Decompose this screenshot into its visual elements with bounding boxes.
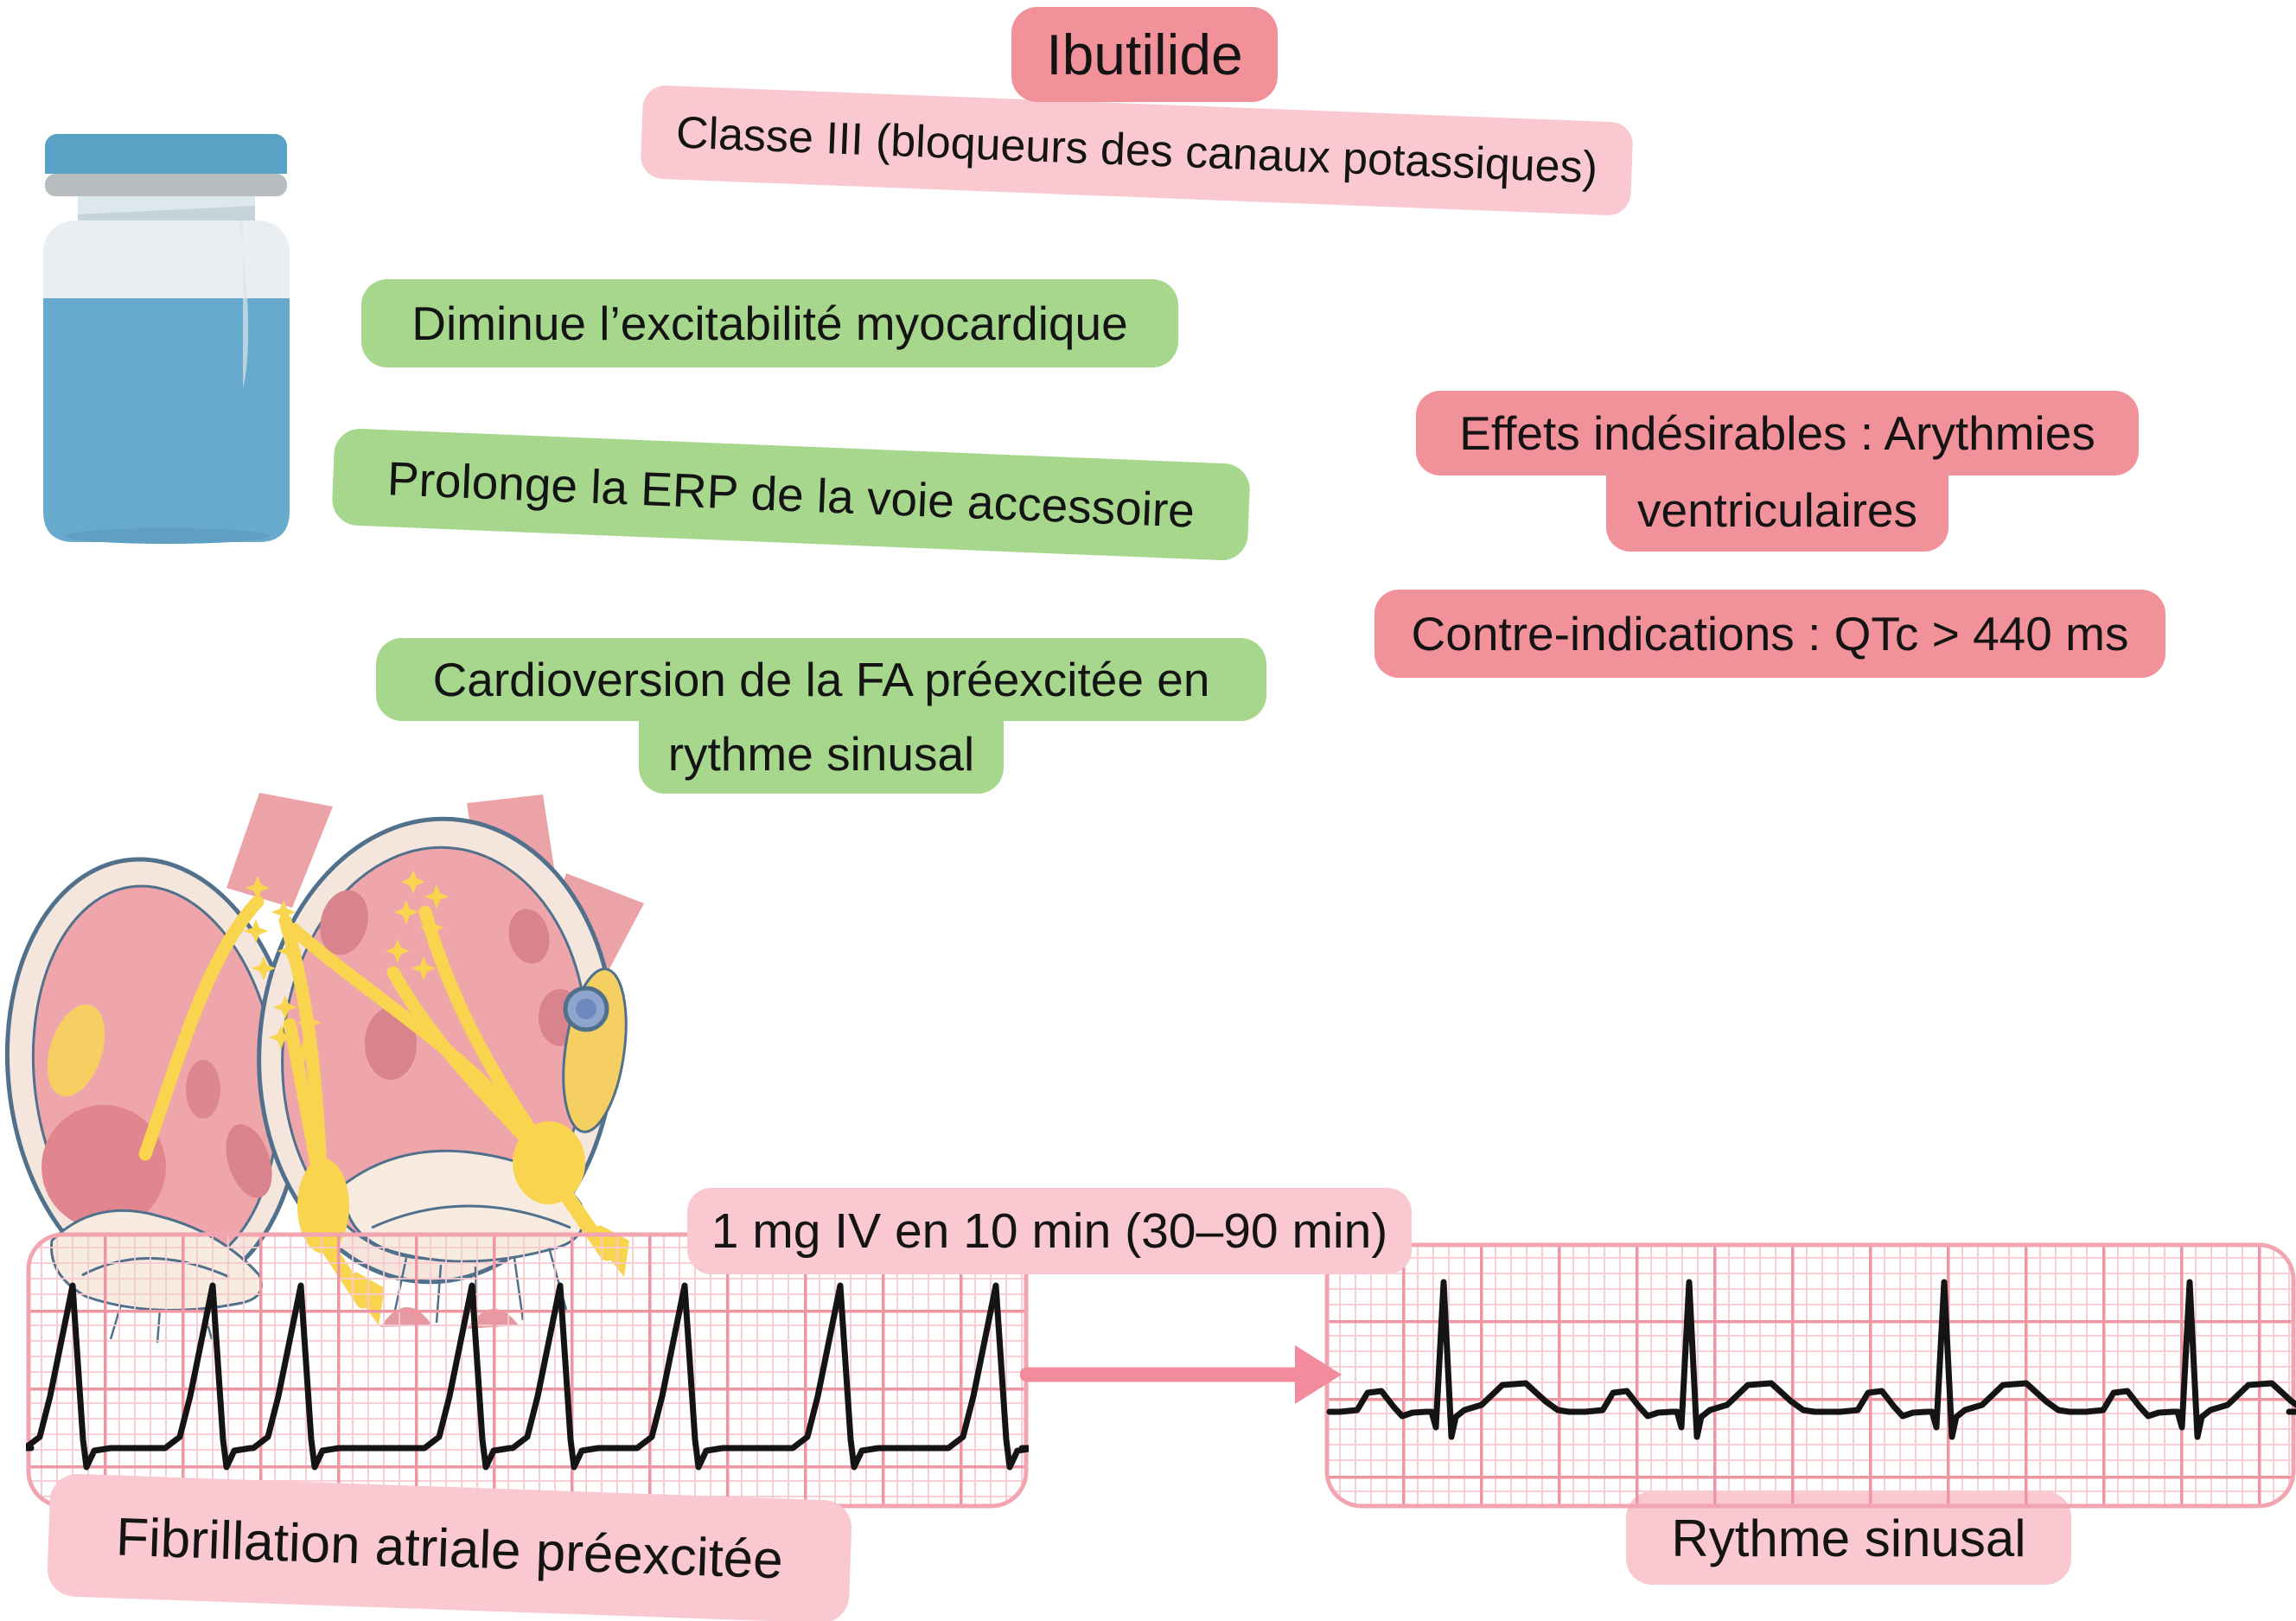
vial-bottom-shade [65,528,269,544]
ecg-grid [1324,1242,2296,1509]
vial-neck-highlight [78,196,255,214]
ecg-after-strip [1324,1242,2296,1509]
adverse-effects-line-2: ventriculaires [1605,469,1948,552]
fat-pad [47,1004,105,1097]
indication-box: Cardioversion de la FA préexcitée en ryt… [376,638,1266,794]
drug-title: Ibutilide [1011,7,1278,102]
conduction-pathways [138,895,547,1200]
mechanism-box-1: Diminue l’excitabilité myocardique [361,279,1178,367]
mechanism-box-2: Prolonge la ERP de la voie accessoire [331,427,1251,562]
pulmonary-vein-ostium [508,909,550,964]
vial-body-shade [239,220,249,389]
medication-vial-icon [43,134,290,544]
ecg-grid [26,1232,1029,1509]
adverse-effects-line-1: Effets indésirables : Arythmies [1416,391,2139,475]
transition-arrow-icon [1020,1345,1342,1404]
heart-cross-section-illustration [4,793,644,1343]
ecg-trace [1326,1279,2296,1440]
contraindication-box: Contre-indications : QTc > 440 ms [1374,590,2165,678]
indication-line-1: Cardioversion de la FA préexcitée en [376,638,1266,721]
drug-class-subtitle: Classe III (bloqueurs des canaux potassi… [640,85,1634,216]
vial-cap-ring [45,174,287,196]
vial-liquid [43,298,290,542]
dose-box: 1 mg IV en 10 min (30–90 min) [687,1188,1412,1274]
ectopic-foci-stars [244,870,449,1063]
indication-line-2: rythme sinusal [638,714,1004,794]
ecg-trace [26,1282,1029,1471]
adverse-effects-box: Effets indésirables : Arythmies ventricu… [1416,391,2139,552]
pulmonary-vein-ostium [320,890,368,955]
arrow-head [1295,1345,1342,1404]
vial-cap-base [45,154,287,174]
sinus-node-region [562,967,628,1133]
pulmonary-vein-ostium [365,1007,417,1080]
